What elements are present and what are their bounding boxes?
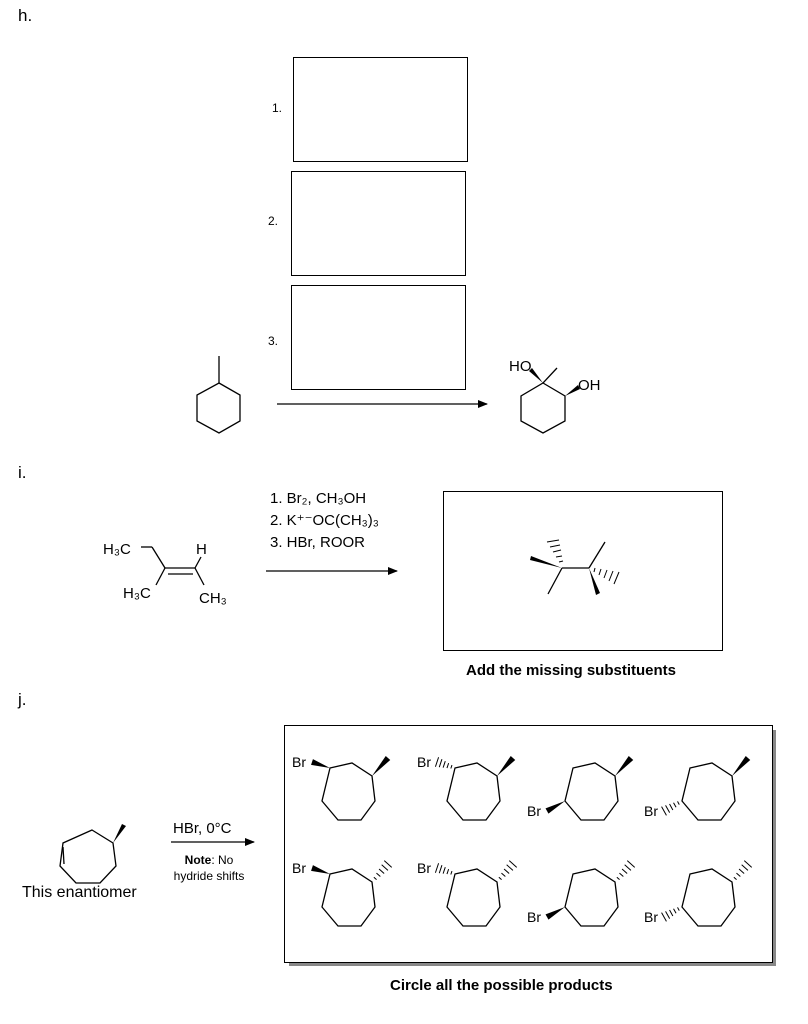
alkene-structure — [141, 546, 205, 586]
product-option-8: Br — [644, 860, 753, 927]
step-3-answer-box[interactable] — [291, 285, 466, 390]
section-j-label: j. — [18, 690, 27, 709]
product-option-4: Br — [644, 756, 751, 821]
product-option-5: Br — [292, 860, 393, 927]
br-label: Br — [644, 803, 658, 819]
products-box — [284, 725, 773, 963]
reagent-list-i: 1. Br₂, CH₃OH 2. K⁺⁻OC(CH₃)₃ 3. HBr, ROO… — [270, 488, 379, 554]
h-label: H — [196, 541, 207, 558]
product-skeleton-i — [547, 541, 606, 595]
product-option-3: Br — [527, 756, 634, 821]
step-1-answer-box[interactable] — [293, 57, 468, 162]
br-label: Br — [417, 754, 431, 770]
ch3-label: CH₃ — [199, 590, 227, 607]
methylcycloheptene-structure — [59, 829, 117, 884]
j-note: Note: No hydride shifts — [164, 852, 254, 884]
methylcyclohexane-structure — [196, 356, 241, 434]
wedge-bond-right — [589, 568, 600, 595]
product-option-2: Br — [417, 754, 516, 821]
wedge-bond-ho — [529, 368, 543, 383]
reagent-step-2: 2. K⁺⁻OC(CH₃)₃ — [270, 512, 379, 529]
h3c-bottom-label: H₃C — [123, 585, 151, 602]
reagent-step-3: 3. HBr, ROOR — [270, 534, 366, 551]
enantiomer-caption: This enantiomer — [22, 884, 137, 901]
step-3-number: 3. — [268, 334, 279, 348]
section-i-label: i. — [18, 463, 27, 482]
ho-label: HO — [509, 358, 532, 375]
substituent-answer-box[interactable] — [443, 491, 723, 651]
j-reagent: HBr, 0°C — [173, 820, 232, 837]
oh-label: OH — [578, 377, 601, 394]
step-1-number: 1. — [272, 101, 283, 115]
h3c-top-label: H₃C — [103, 541, 131, 558]
add-substituents-caption: Add the missing substituents — [466, 662, 677, 679]
product-option-7: Br — [527, 860, 636, 927]
wedge-bond-left — [530, 556, 562, 568]
methyl-wedge-sm — [113, 824, 126, 843]
br-label: Br — [292, 754, 306, 770]
product-option-6: Br — [417, 860, 518, 927]
note-line2: hydride shifts — [173, 869, 245, 883]
hash-bond-left — [546, 539, 564, 563]
br-label: Br — [417, 860, 431, 876]
wedge-bond-oh — [565, 385, 580, 396]
br-label: Br — [644, 909, 658, 925]
br-label: Br — [292, 860, 306, 876]
circle-products-caption: Circle all the possible products — [390, 977, 613, 994]
br-label: Br — [527, 909, 541, 925]
note-rest: : No — [211, 853, 234, 867]
step-2-answer-box[interactable] — [291, 171, 466, 276]
step-2-number: 2. — [268, 214, 279, 228]
br-label: Br — [527, 803, 541, 819]
section-h-label: h. — [18, 6, 33, 25]
note-bold: Note — [184, 853, 212, 867]
reagent-step-1: 1. Br₂, CH₃OH — [270, 490, 367, 507]
product-option-1: Br — [292, 754, 391, 821]
hash-bond-right — [593, 567, 620, 585]
